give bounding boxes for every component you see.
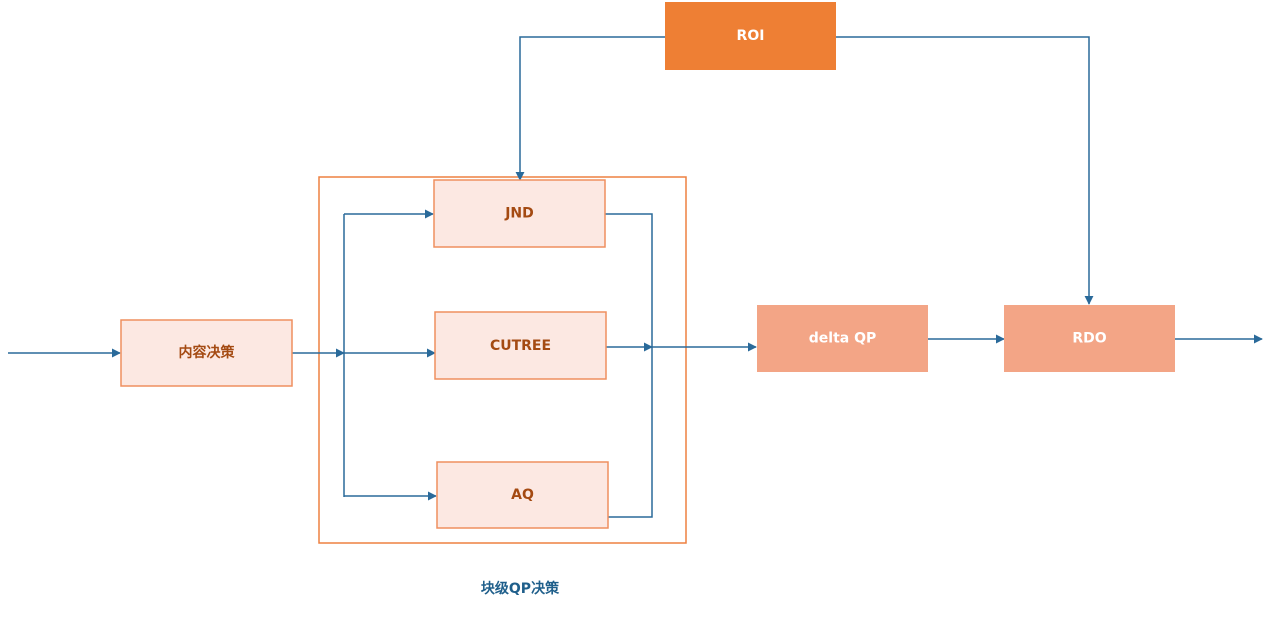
roi-to-rdo-arrow [836,36,1094,305]
jnd-to-merge-line [605,213,653,347]
rdo-label: RDO [1072,331,1106,347]
content-decision-node [120,319,293,387]
content-decision-label: 内容决策 [179,344,236,361]
aq-node [436,461,609,529]
block-qp-group-frame [318,176,687,544]
rdo-node [1004,305,1175,372]
roi-to-jnd-arrow [515,36,665,181]
roi-node [665,2,836,70]
jnd-label: JND [504,206,534,222]
roi-label: ROI [737,28,765,44]
delta-qp-label: delta QP [809,331,877,347]
group-caption: 块级QP决策 [481,580,560,597]
aq-label: AQ [511,487,534,503]
delta-qp-node [757,305,928,372]
aq-to-merge-line [608,347,653,518]
jnd-node [433,179,606,248]
cutree-label: CUTREE [490,338,551,354]
cutree-node [434,311,607,380]
